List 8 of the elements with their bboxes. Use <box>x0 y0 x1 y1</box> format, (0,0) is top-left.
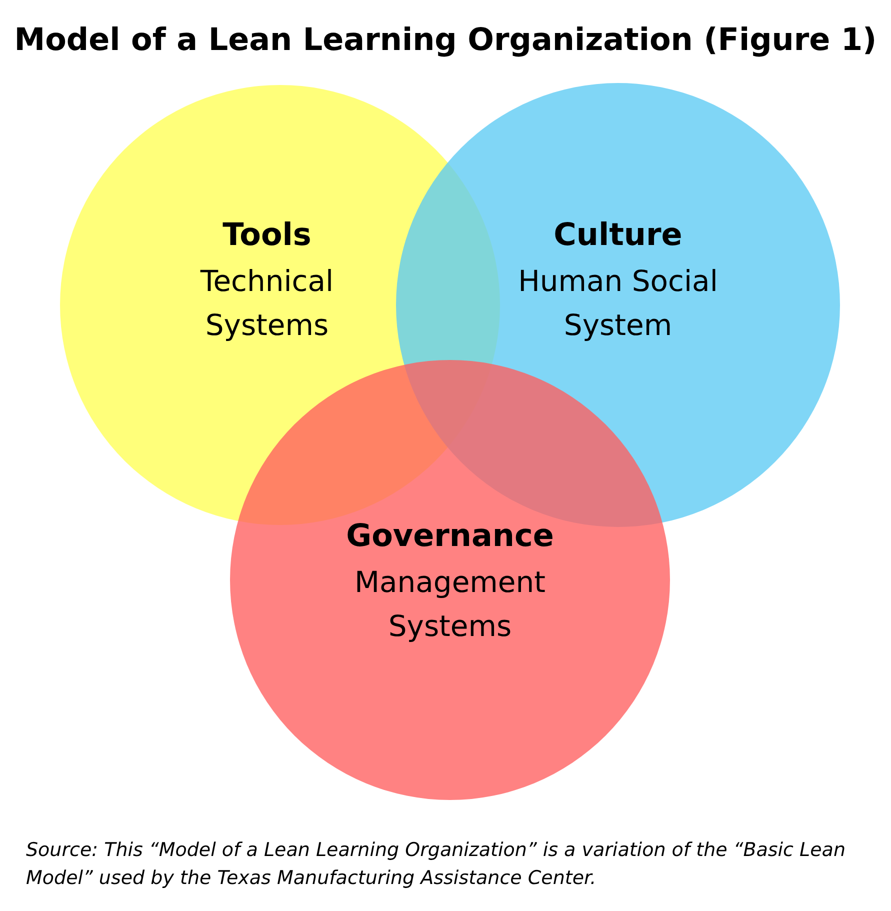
diagram-title: Model of a Lean Learning Organization (Figure 1) <box>13 22 878 58</box>
set-description: Human Social System <box>517 263 719 344</box>
set-heading: Tools <box>222 217 312 253</box>
source-note: Source: This “Model of a Lean Learning Organization” is a variation of the “Basic Lean Model” used by the Texas Manufacturing Assistance Center. <box>26 838 846 891</box>
set-description: Technical Systems <box>199 263 335 344</box>
set-heading: Culture <box>552 217 684 253</box>
set-description: Management Systems <box>353 564 547 645</box>
set-heading: Governance <box>345 518 555 554</box>
